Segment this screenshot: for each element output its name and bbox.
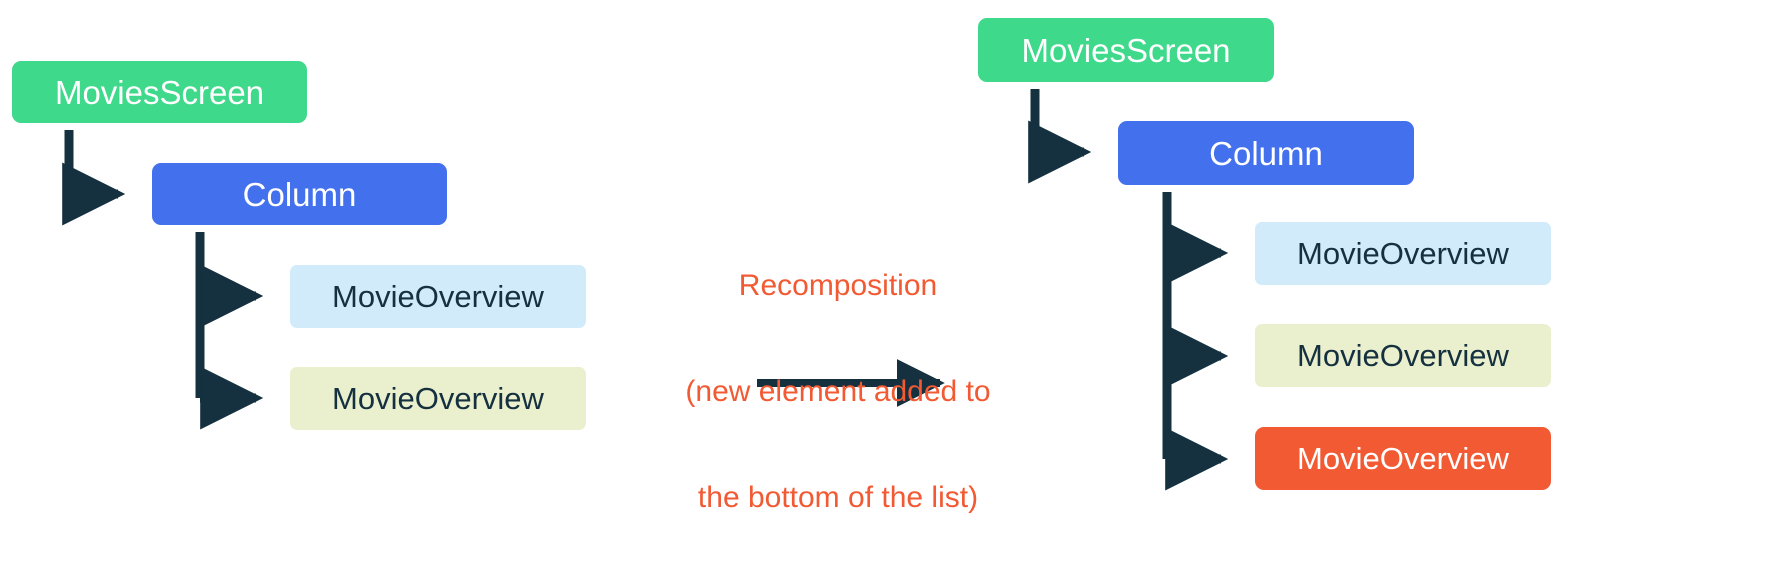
transition-caption: Recomposition (new element added to the … xyxy=(628,197,1048,584)
edge-l-screen-to-column xyxy=(62,130,126,226)
node-label: MovieOverview xyxy=(1297,338,1509,373)
caption-line-2: (new element added to xyxy=(685,374,991,408)
node-movies-screen-left[interactable]: MoviesScreen xyxy=(12,61,307,123)
node-label: MoviesScreen xyxy=(1021,31,1231,69)
node-label: MovieOverview xyxy=(332,381,544,416)
node-movie-overview-left-2[interactable]: MovieOverview xyxy=(290,367,586,430)
node-movie-overview-right-2[interactable]: MovieOverview xyxy=(1255,324,1551,387)
node-label: Column xyxy=(1209,134,1323,172)
node-label: MovieOverview xyxy=(1297,236,1509,271)
node-label: Column xyxy=(242,175,357,213)
caption-line-1: Recomposition xyxy=(738,268,938,302)
node-label: MovieOverview xyxy=(1297,441,1509,476)
node-label: MoviesScreen xyxy=(54,73,265,111)
caption-line-3: the bottom of the list) xyxy=(697,481,979,515)
node-movies-screen-right[interactable]: MoviesScreen xyxy=(978,18,1274,82)
node-label: MovieOverview xyxy=(332,279,544,314)
node-column-left[interactable]: Column xyxy=(152,163,447,225)
node-movie-overview-right-3-new[interactable]: MovieOverview xyxy=(1255,427,1551,490)
node-movie-overview-right-1[interactable]: MovieOverview xyxy=(1255,222,1551,285)
node-movie-overview-left-1[interactable]: MovieOverview xyxy=(290,265,586,328)
node-column-right[interactable]: Column xyxy=(1118,121,1414,185)
edge-r-screen-to-column xyxy=(1028,89,1092,184)
